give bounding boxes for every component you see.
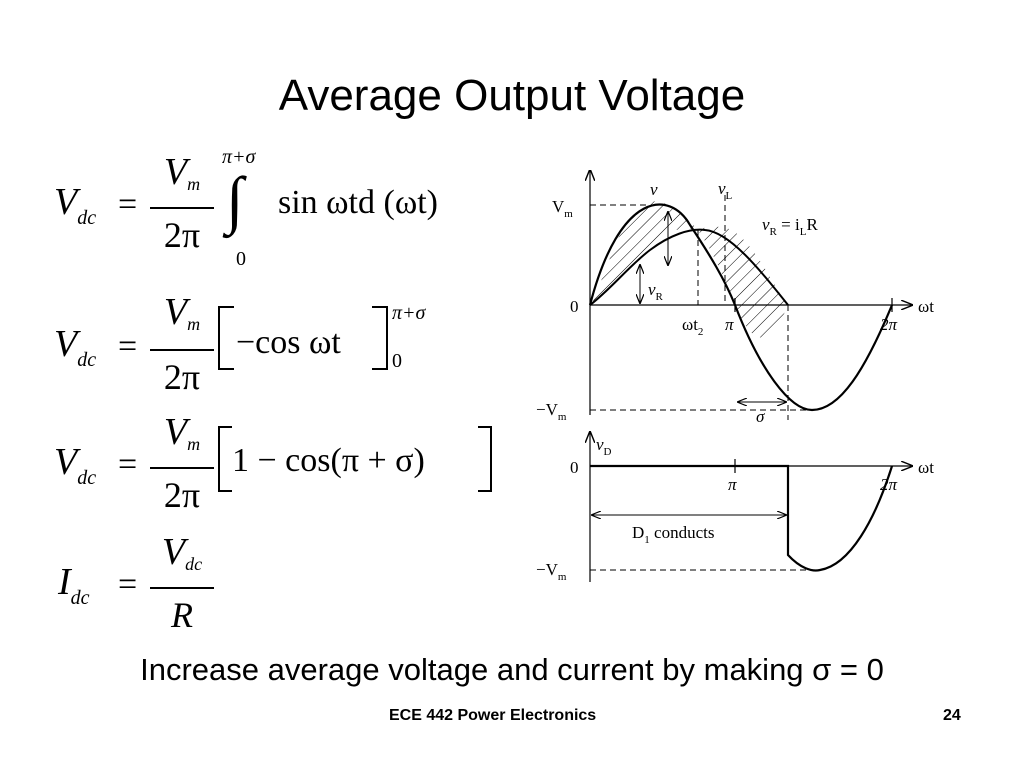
top-plot: Vm 0 −Vm v vL vR = iLR vR ωt ωt2 π 2π σ — [536, 170, 934, 426]
vm-label: Vm — [552, 197, 573, 220]
d1-conducts-label: D1 conducts — [632, 523, 714, 546]
eq2-left-bracket — [218, 306, 234, 370]
slide-title: Average Output Voltage — [278, 71, 746, 120]
sigma-label: σ — [756, 407, 765, 426]
eq2-equals: = — [118, 328, 138, 365]
eq2-upper-limit: π+σ — [392, 302, 426, 324]
eq1-lower-limit: 0 — [236, 248, 246, 270]
bottom-note: Increase average voltage and current by … — [140, 652, 884, 687]
v-label: v — [650, 180, 658, 199]
vl-label: vL — [718, 179, 733, 202]
eq1-equals: = — [118, 186, 138, 223]
eq4-numerator: Vdc — [161, 531, 203, 574]
bottom-plot: vD 0 ωt π 2π −Vm D1 conducts — [536, 432, 934, 583]
eq3-left-bracket — [218, 426, 232, 492]
top-wt-label: ωt — [918, 297, 934, 316]
eq3-numerator: Vm — [163, 411, 201, 454]
eq2-lower-limit: 0 — [392, 350, 402, 372]
top-pi-label: π — [725, 315, 734, 334]
footer-page-number: 24 — [943, 707, 961, 724]
eq4-lhs: Idc — [58, 561, 90, 609]
integral-sign-icon: ∫ — [226, 164, 244, 235]
top-zero-label: 0 — [570, 297, 579, 316]
hatched-region-2 — [698, 226, 788, 338]
eq2-lhs: Vdc — [54, 323, 97, 371]
resistor-voltage-curve — [589, 228, 789, 306]
eq2-numerator: Vm — [163, 291, 201, 334]
eq1-fraction-bar — [150, 207, 214, 209]
eq1-numerator: Vm — [163, 151, 201, 194]
eq3-denominator: 2π — [163, 475, 201, 515]
eq4-equals: = — [118, 566, 138, 603]
eq3-lhs: Vdc — [54, 441, 97, 489]
bottom-two-pi-label: 2π — [880, 475, 898, 494]
eq3-equals: = — [118, 446, 138, 483]
bottom-pi-label: π — [728, 475, 737, 494]
bottom-neg-vm-label: −Vm — [536, 560, 567, 583]
diode-voltage-curve — [590, 464, 894, 572]
eq4-fraction-bar — [150, 587, 214, 589]
wt2-label: ωt2 — [682, 315, 703, 338]
top-two-pi-label: 2π — [880, 315, 898, 334]
eq3-body: 1 − cos(π + σ) — [232, 442, 425, 479]
eq4-denominator: R — [171, 595, 193, 635]
bottom-zero-label: 0 — [570, 458, 579, 477]
waveform-diagram: Vm 0 −Vm v vL vR = iLR vR ωt ωt2 π 2π σ … — [536, 170, 934, 583]
eq2-fraction-bar — [150, 349, 214, 351]
eq3-fraction-bar — [150, 467, 214, 469]
eq1-integrand: sin ωtd (ωt) — [278, 184, 438, 221]
vr-label: vR = iLR — [762, 215, 818, 238]
eq2-denominator: 2π — [163, 357, 201, 397]
eq1-upper-limit: π+σ — [222, 146, 256, 168]
vr-arrow-label: vR — [648, 280, 664, 303]
eq3-right-bracket — [478, 426, 492, 492]
vd-label: vD — [596, 435, 612, 458]
eq1-lhs: Vdc — [54, 181, 97, 229]
footer-course: ECE 442 Power Electronics — [389, 707, 597, 724]
eq2-right-bracket — [372, 306, 388, 370]
bottom-wt-label: ωt — [918, 458, 934, 477]
neg-vm-label: −Vm — [536, 400, 567, 423]
eq2-body: −cos ωt — [236, 324, 341, 361]
eq1-denominator: 2π — [163, 215, 201, 255]
